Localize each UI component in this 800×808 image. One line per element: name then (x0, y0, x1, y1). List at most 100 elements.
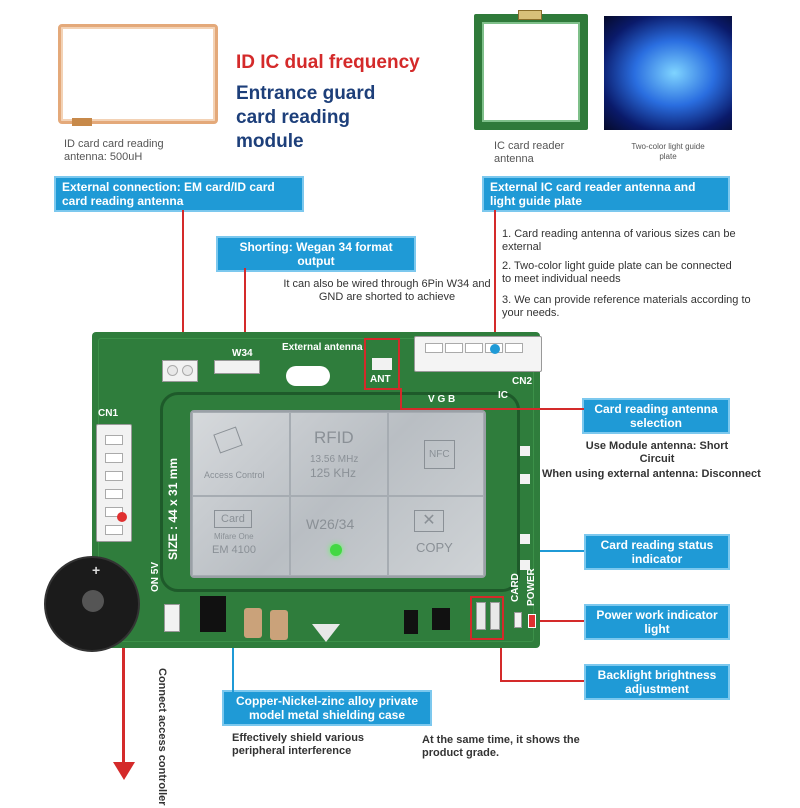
freq-125-text: 125 KHz (310, 466, 357, 480)
light-guide-caption: Two-color light guide plate (631, 142, 705, 161)
pointer-external-connection (182, 210, 184, 356)
transistor (404, 610, 418, 634)
cn1-pin (105, 471, 123, 481)
pointer-external-ic (494, 210, 496, 340)
pointer-power-indicator (532, 620, 584, 622)
plus-icon: + (92, 562, 101, 578)
ic-antenna-caption: IC card reader antenna (494, 140, 565, 165)
cn1-pin (105, 489, 123, 499)
cn1-pin (105, 453, 123, 463)
shield-cell (192, 412, 290, 496)
pad (520, 474, 530, 484)
capacitor (244, 608, 262, 638)
freq-13-text: 13.56 MHz (310, 454, 359, 465)
ant-selection-box (364, 338, 400, 390)
metal-shielding-case: RFID 13.56 MHz 125 KHz NFC Access Contro… (190, 410, 486, 578)
light-guide-plate-image (604, 16, 732, 130)
label-external-connection: External connection: EM card/ID card car… (54, 176, 304, 212)
on5v-silk: ON 5V (150, 561, 161, 592)
pointer-backlight-h (500, 680, 584, 682)
id-antenna-coil (58, 24, 218, 124)
cn1-pin (105, 525, 123, 535)
capacitor (270, 610, 288, 640)
cn1-connector (96, 424, 132, 542)
on5v-jumper (164, 604, 180, 632)
cn2-silk: CN2 (512, 376, 533, 387)
mounting-slot (286, 366, 330, 386)
w2634-text: W26/34 (306, 516, 355, 532)
shield-effect-note: Effectively shield various peripheral in… (232, 732, 365, 757)
arrow-down-icon (113, 762, 135, 780)
pad (520, 560, 530, 570)
external-antenna-silk: External antenna (282, 342, 363, 353)
triangle-down-icon (312, 624, 340, 642)
id-antenna-caption: ID card card reading antenna: 500uH (64, 138, 164, 163)
pad (520, 534, 530, 544)
ant-silk: ANT (370, 374, 391, 385)
access-control-text: Access Control (204, 470, 265, 480)
cn2-pin (465, 343, 483, 353)
card-led (514, 612, 522, 628)
cn2-pin (445, 343, 463, 353)
shield-cell (290, 412, 388, 496)
mifare-text: Mifare One (214, 532, 254, 541)
size-silk: SIZE : 44 x 31 mm (166, 457, 180, 560)
ic-note-1: 1. Card reading antenna of various sizes… (502, 228, 736, 253)
close-icon: ✕ (414, 510, 444, 532)
transistor (432, 608, 450, 630)
controller-point-icon (117, 512, 127, 522)
card-status-led (330, 544, 342, 556)
power-silk: POWER (526, 568, 537, 606)
vgb-silk: V G B (428, 394, 456, 405)
title-line-1: ID IC dual frequency (236, 52, 420, 73)
title-line-4: module (236, 131, 304, 152)
ic-silk: IC (498, 390, 508, 401)
access-controller-note: Connect access controller (156, 668, 168, 806)
access-controller-line (122, 530, 125, 766)
label-status-indicator: Card reading status indicator (584, 534, 730, 570)
rfid-text: RFID (314, 428, 354, 447)
ic-note-3: 3. We can provide reference materials ac… (502, 294, 751, 319)
w34-jumper (214, 360, 260, 374)
cn1-silk: CN1 (98, 408, 119, 419)
resistor (476, 602, 486, 630)
label-shorting: Shorting: Wegan 34 format output (216, 236, 416, 272)
id-antenna-terminal (72, 118, 92, 126)
title-line-2: Entrance guard (236, 83, 376, 104)
card-silk: CARD (510, 573, 521, 602)
ic-antenna-connector (518, 10, 542, 20)
ic-antenna-window (482, 22, 580, 122)
label-power-indicator: Power work indicator light (584, 604, 730, 640)
copy-text: COPY (416, 540, 453, 555)
power-led (528, 614, 536, 628)
antenna-use-note: Use Module antenna: Short Circuit (585, 440, 729, 465)
ic-note-2: 2. Two-color light guide plate can be co… (502, 260, 732, 285)
cn2-pin (425, 343, 443, 353)
ant-jumper (372, 358, 392, 370)
title-line-3: card reading (236, 107, 351, 128)
em4100-text: EM 4100 (212, 544, 257, 556)
regulator-chip (200, 596, 226, 632)
cn2-connector (414, 336, 542, 372)
pointer-ant-h (400, 408, 584, 410)
shield-cell (192, 496, 290, 576)
pad (167, 365, 178, 376)
label-antenna-selection: Card reading antenna selection (582, 398, 730, 434)
pad (520, 446, 530, 456)
backlight-adjust-box (470, 596, 504, 640)
antenna-external-note: When using external antenna: Disconnect (542, 468, 761, 480)
resistor (490, 602, 500, 630)
label-external-ic: External IC card reader antenna and ligh… (482, 176, 730, 212)
external-ic-point-icon (490, 344, 500, 354)
pointer-backlight-v (500, 640, 502, 680)
w34-silk: W34 (232, 348, 253, 359)
buzzer-hole (82, 590, 104, 612)
pad (182, 365, 193, 376)
wiring-note: It can also be wired through 6Pin W34 an… (283, 278, 491, 303)
shield-cell (388, 412, 484, 496)
pointer-ant-v (400, 388, 402, 408)
shield-cell (290, 496, 388, 576)
label-shielding: Copper-Nickel-zinc alloy private model m… (222, 690, 432, 726)
cn2-pin (505, 343, 523, 353)
onboard-antenna-trace (160, 392, 520, 592)
